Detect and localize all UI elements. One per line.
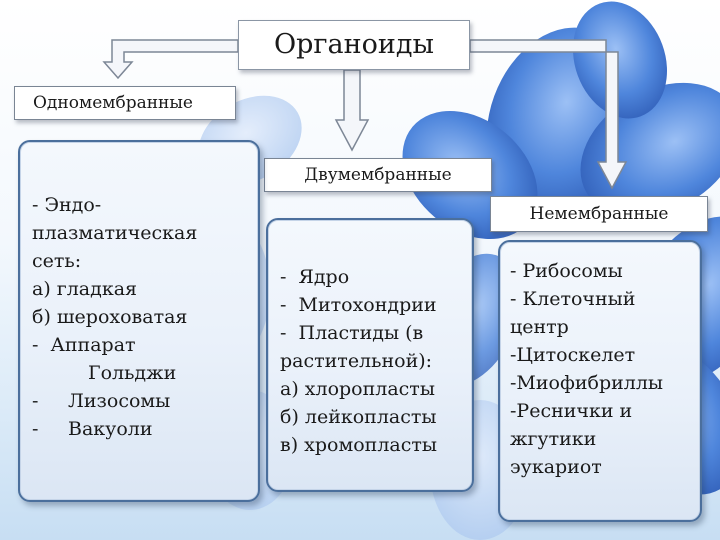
category-non-membrane: Немембранные	[490, 196, 708, 232]
diagram-title: Органоиды	[238, 20, 470, 70]
double-item: - Пластиды (в	[280, 322, 424, 344]
single-item: сеть:	[32, 250, 82, 272]
double-item: а) хлоропласты	[280, 378, 435, 400]
non-item: - Клеточный	[510, 288, 636, 310]
single-item: - Эндо-	[32, 194, 102, 216]
double-membrane-panel: - Ядро - Митохондрии - Пластиды (в расти…	[266, 218, 474, 492]
single-item: б) шероховатая	[32, 306, 188, 328]
single-item: плазматическая	[32, 222, 198, 244]
non-item: центр	[510, 316, 569, 338]
category-single-membrane: Одномембранные	[14, 86, 236, 120]
single-item: а) гладкая	[32, 278, 138, 300]
double-item: б) лейкопласты	[280, 406, 437, 428]
category-double-membrane: Двумембранные	[264, 158, 492, 192]
non-membrane-panel: - Рибосомы - Клеточный центр -Цитоскелет…	[498, 240, 702, 522]
double-item: в) хромопласты	[280, 434, 438, 456]
non-item: эукариот	[510, 456, 602, 478]
non-item: -Цитоскелет	[510, 344, 636, 366]
non-item: -Миофибриллы	[510, 372, 664, 394]
double-item: - Ядро	[280, 266, 350, 288]
single-membrane-panel: - Эндо- плазматическая сеть: а) гладкая …	[18, 140, 260, 502]
double-item: растительной):	[280, 350, 433, 372]
non-item: жгутики	[510, 428, 597, 450]
non-item: -Реснички и	[510, 400, 633, 422]
non-item: - Рибосомы	[510, 260, 623, 282]
single-item: Лизосомы	[68, 390, 171, 412]
single-item-bullet: -	[32, 390, 39, 412]
single-item-bullet: -	[32, 418, 39, 440]
single-item: Гольджи	[88, 362, 177, 384]
double-item: - Митохондрии	[280, 294, 437, 316]
single-item: - Аппарат	[32, 334, 136, 356]
single-item: Вакуоли	[68, 418, 153, 440]
